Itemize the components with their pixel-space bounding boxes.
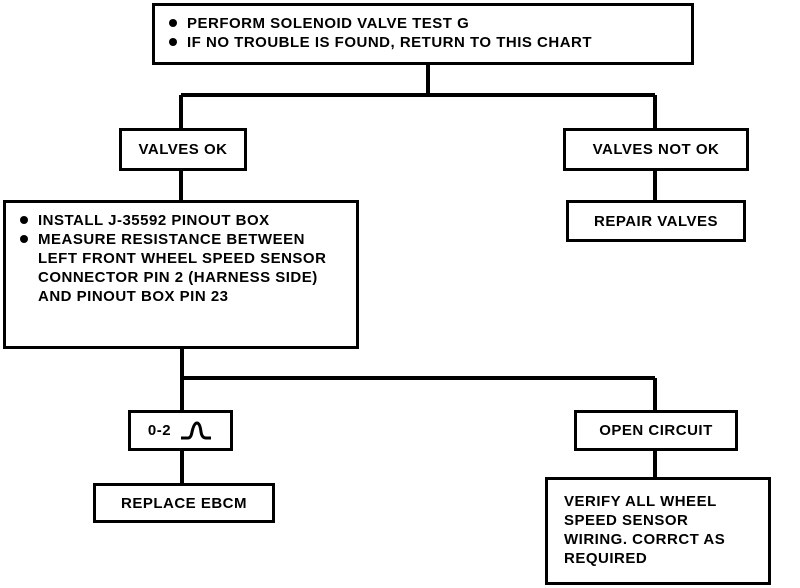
- measure-resistance-box: INSTALL J-35592 PINOUT BOX MEASURE RESIS…: [3, 200, 359, 349]
- valves-not-ok-box: VALVES NOT OK: [563, 128, 749, 171]
- measure-item-1: INSTALL J-35592 PINOUT BOX: [16, 211, 346, 230]
- verify-wiring-text: VERIFY ALL WHEEL SPEED SENSOR WIRING. CO…: [564, 493, 726, 567]
- open-circuit-label: OPEN CIRCUIT: [599, 422, 713, 439]
- top-item-1: PERFORM SOLENOID VALVE TEST G: [165, 14, 681, 33]
- measure-item-2: MEASURE RESISTANCE BETWEEN LEFT FRONT WH…: [16, 230, 346, 306]
- replace-ebcm-label: REPLACE EBCM: [120, 494, 247, 512]
- repair-valves-label: REPAIR VALVES: [593, 212, 719, 230]
- open-circuit-box: OPEN CIRCUIT: [574, 410, 738, 451]
- repair-valves-box: REPAIR VALVES: [566, 200, 746, 242]
- zero-two-ohm-box: 0-2: [128, 410, 233, 451]
- valves-not-ok-label: VALVES NOT OK: [592, 141, 720, 158]
- verify-wiring-box: VERIFY ALL WHEEL SPEED SENSOR WIRING. CO…: [545, 477, 771, 585]
- replace-ebcm-box: REPLACE EBCM: [93, 483, 275, 523]
- zero-two-label: 0-2: [147, 422, 172, 439]
- valves-ok-box: VALVES OK: [119, 128, 247, 171]
- perform-test-box: PERFORM SOLENOID VALVE TEST G IF NO TROU…: [152, 3, 694, 65]
- ohm-wave-icon: [181, 420, 212, 439]
- valves-ok-label: VALVES OK: [138, 141, 228, 158]
- top-item-2: IF NO TROUBLE IS FOUND, RETURN TO THIS C…: [165, 33, 681, 52]
